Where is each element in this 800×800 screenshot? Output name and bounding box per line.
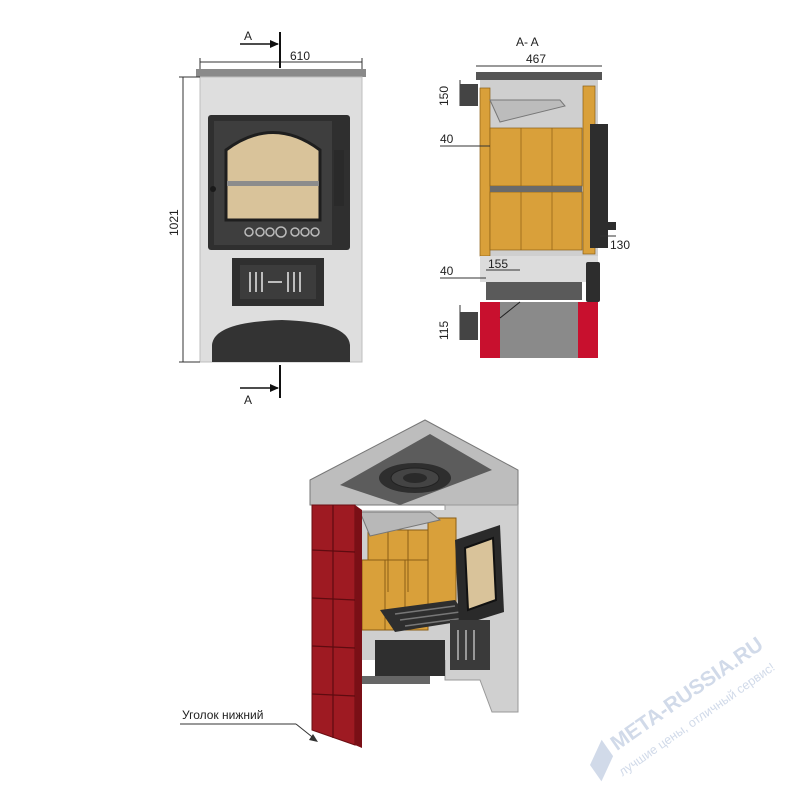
iso-ash-chamber <box>375 640 445 676</box>
plinth-arch <box>212 320 350 362</box>
section-arrow-top-icon <box>270 40 279 48</box>
brick-joints <box>520 128 553 250</box>
callout-arrow-icon <box>309 734 318 742</box>
inlet-stub <box>460 312 478 340</box>
firebrick-upper <box>489 127 583 187</box>
ash-door-section <box>586 262 600 302</box>
dim-40-top-label: 40 <box>440 132 454 146</box>
section-mark-bottom: A <box>244 393 252 407</box>
dim-155-label: 155 <box>488 257 508 271</box>
iso-ash-door-slots <box>457 630 475 660</box>
door-glass <box>224 131 322 222</box>
watermark-logo-icon <box>590 739 614 782</box>
iso-brick-side <box>427 517 457 609</box>
section-top-plate <box>476 72 602 80</box>
section-arrow-bottom-icon <box>270 384 279 392</box>
red-side-right <box>578 302 598 358</box>
dim-130-label: 130 <box>610 238 630 252</box>
rear-brick-lining <box>479 87 491 257</box>
section-mark-top: A <box>244 29 252 43</box>
ash-door-slots <box>249 272 301 292</box>
dim-467-label: 467 <box>526 52 546 66</box>
iso-ash-door <box>450 620 490 670</box>
plinth-section <box>500 302 578 358</box>
door-latch-icon <box>606 222 616 230</box>
baffle-plate <box>489 99 566 123</box>
dim-610-label: 610 <box>290 49 310 63</box>
section-door <box>590 124 608 248</box>
front-view: 610 1021 A A <box>167 29 366 407</box>
ash-pan <box>486 282 582 300</box>
outlet-stub <box>460 84 478 106</box>
iso-door-glass <box>463 536 498 612</box>
isometric-view: Уголок нижний <box>180 419 519 748</box>
brick-shelf <box>490 186 582 192</box>
callout-label: Уголок нижний <box>182 708 263 722</box>
dim-115-label: 115 <box>437 321 451 340</box>
hinge-icon <box>210 186 216 192</box>
glass-bar <box>227 181 319 186</box>
air-regulator <box>244 226 320 238</box>
firebrick-lower <box>489 191 583 251</box>
door-handle <box>334 150 344 206</box>
dim-40-bottom-label: 40 <box>440 264 454 278</box>
iso-baffle <box>359 511 442 537</box>
dim-1021-label: 1021 <box>167 209 181 236</box>
front-top-plate <box>196 69 366 77</box>
iso-grate-bars <box>394 605 466 627</box>
section-view: A- A 467 150 <box>437 35 630 358</box>
hob-ring-inner <box>403 473 427 483</box>
section-title: A- A <box>516 35 539 49</box>
iso-ash-ledge <box>360 676 430 684</box>
watermark: META-RUSSIA.RU лучшие цены, отличный сер… <box>590 633 777 782</box>
iso-red-tile-joints <box>311 505 356 738</box>
ash-chamber <box>480 256 598 282</box>
dim-150-label: 150 <box>437 86 451 106</box>
red-side-left <box>480 302 500 358</box>
iso-red-tile-edge <box>355 505 362 748</box>
